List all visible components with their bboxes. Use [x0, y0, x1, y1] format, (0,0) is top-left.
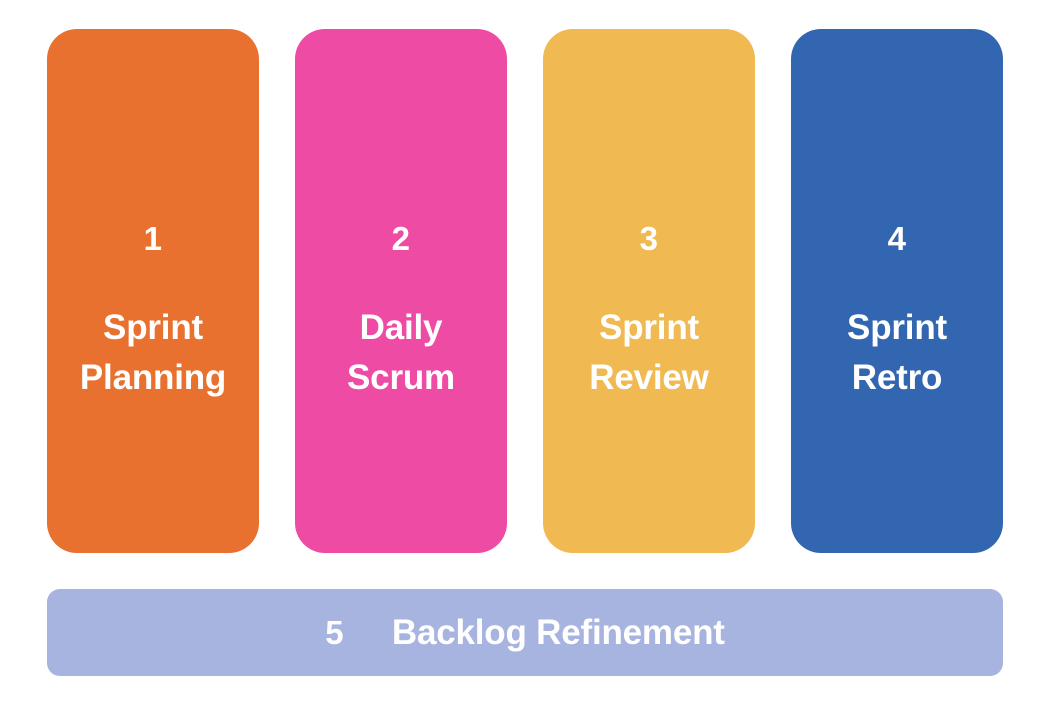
- backlog-refinement-label: Backlog Refinement: [391, 613, 725, 652]
- event-card-label: Daily Scrum: [347, 308, 455, 397]
- backlog-refinement-number: 5: [325, 614, 344, 651]
- event-cards-row: 1 Sprint Planning 2 Daily Scrum 3 Sprint…: [47, 29, 1003, 553]
- event-card-sprint-review[interactable]: 3 Sprint Review: [543, 29, 755, 553]
- event-card-sprint-planning[interactable]: 1 Sprint Planning: [47, 29, 259, 553]
- event-card-number: 2: [391, 220, 411, 257]
- event-card-number: 4: [887, 220, 907, 257]
- event-card-label: Sprint Retro: [847, 308, 947, 397]
- event-card-daily-scrum[interactable]: 2 Daily Scrum: [295, 29, 507, 553]
- event-card-number: 1: [143, 220, 163, 257]
- event-card-sprint-retro[interactable]: 4 Sprint Retro: [791, 29, 1003, 553]
- event-card-number: 3: [639, 220, 659, 257]
- event-card-label: Sprint Review: [589, 308, 709, 397]
- event-card-label: Sprint Planning: [79, 308, 227, 397]
- backlog-refinement-bar[interactable]: 5 Backlog Refinement: [47, 589, 1003, 676]
